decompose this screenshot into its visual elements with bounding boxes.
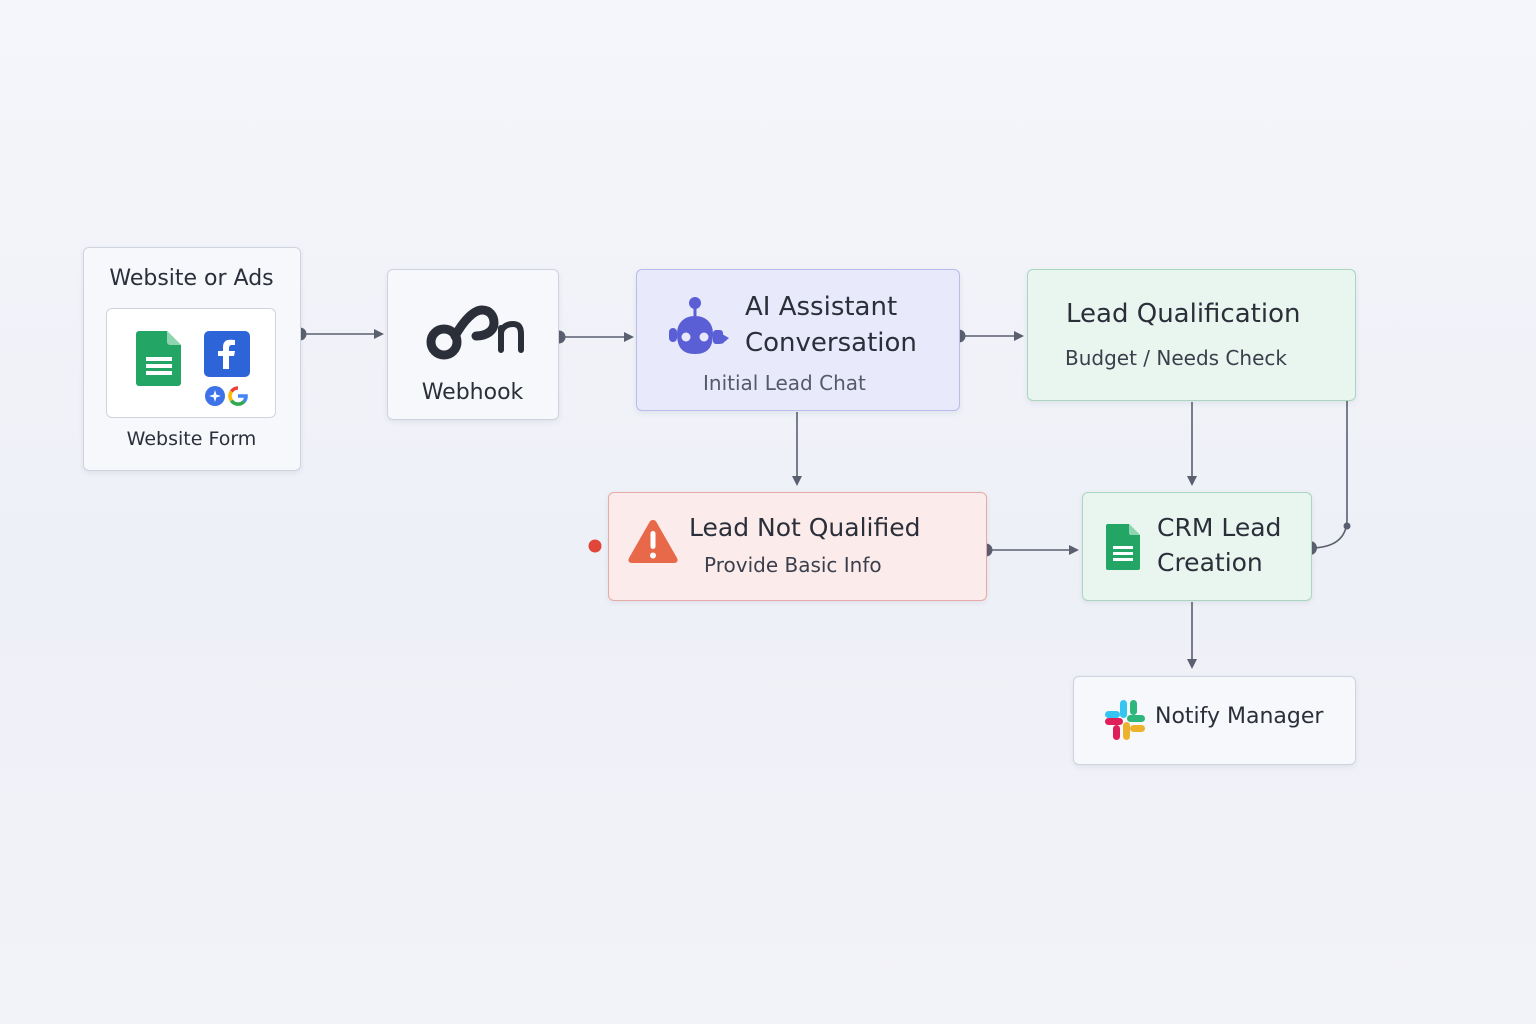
node-notify-manager[interactable]: Notify Manager <box>1073 676 1356 765</box>
robot-icon <box>669 297 729 354</box>
facebook-icon <box>204 331 250 377</box>
google-ads-icon <box>205 386 225 406</box>
node-qualification-subtitle: Budget / Needs Check <box>1065 346 1287 370</box>
node-ai-subtitle: Initial Lead Chat <box>703 371 866 395</box>
node-crm-title-line2: Creation <box>1157 548 1263 577</box>
port-loop-joint <box>1343 522 1351 530</box>
node-qualification-title: Lead Qualification <box>1066 299 1301 329</box>
node-ai-title-line1: AI Assistant <box>745 292 898 322</box>
node-crm-title-line1: CRM Lead <box>1157 513 1282 542</box>
node-ai-title-line2: Conversation <box>745 328 917 358</box>
n8n-logo-icon <box>426 305 524 360</box>
node-lead-not-qualified[interactable]: Lead Not Qualified Provide Basic Info <box>608 492 987 601</box>
node-crm-lead-creation[interactable]: CRM Lead Creation <box>1082 492 1312 601</box>
icon-tile <box>106 308 276 418</box>
node-website-or-ads[interactable]: Website or Ads Website Form <box>83 247 301 471</box>
warning-icon <box>628 520 678 563</box>
google-sheets-icon <box>136 331 181 386</box>
node-webhook[interactable]: Webhook <box>387 269 559 420</box>
node-not-qualified-subtitle: Provide Basic Info <box>704 553 882 577</box>
slack-icon <box>1105 700 1145 740</box>
node-not-qualified-title: Lead Not Qualified <box>689 513 921 542</box>
node-webhook-label: Webhook <box>421 380 524 405</box>
node-website-or-ads-caption: Website Form <box>126 428 257 450</box>
google-icon <box>228 386 248 406</box>
port-not-qualified-error <box>588 539 602 553</box>
node-website-or-ads-title: Website or Ads <box>109 266 274 291</box>
edge-crm-loop <box>1309 401 1348 549</box>
node-ai-assistant[interactable]: AI Assistant Conversation Initial Lead C… <box>636 269 960 411</box>
google-sheets-icon <box>1106 524 1140 570</box>
node-notify-label: Notify Manager <box>1155 704 1324 729</box>
node-lead-qualification[interactable]: Lead Qualification Budget / Needs Check <box>1027 269 1356 401</box>
